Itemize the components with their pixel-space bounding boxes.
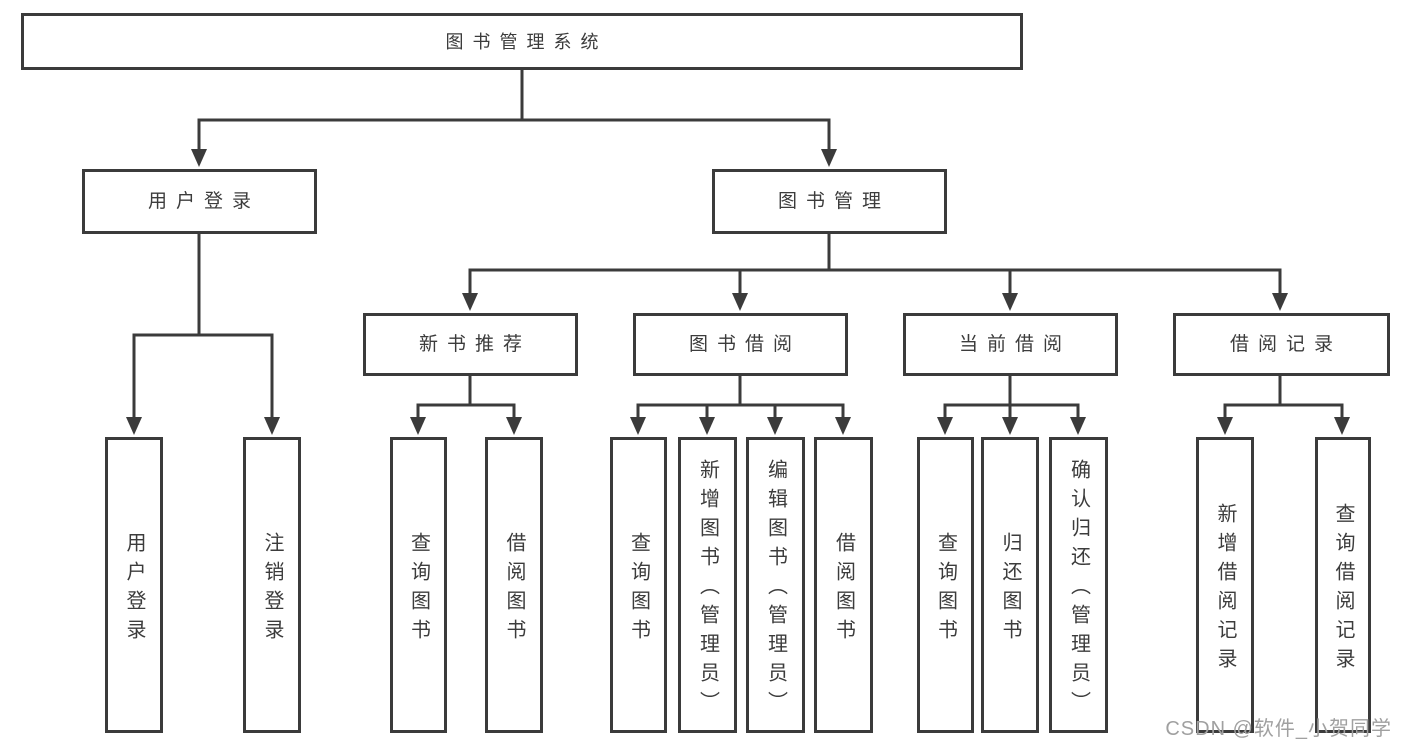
- leaf-user-login: 用户登录: [105, 437, 163, 733]
- arrow-leaf-bor-add: [699, 417, 715, 435]
- leaf-borrow-borrow-book-label: 借阅图书: [832, 531, 855, 648]
- node-book-management: 图书管理: [712, 169, 947, 234]
- watermark-text: CSDN @软件_小贺同学: [1165, 718, 1392, 740]
- leaf-borrow-query-book: 查询图书: [610, 437, 667, 733]
- arrow-leaf-bor-edit: [767, 417, 783, 435]
- node-current-borrow-label: 当前借阅: [958, 334, 1071, 355]
- arrow-leaf-rec-borrow: [506, 417, 522, 435]
- node-book-borrow: 图书借阅: [633, 313, 848, 376]
- leaf-record-query-label: 查询借阅记录: [1332, 502, 1354, 677]
- leaf-recommend-borrow-book: 借阅图书: [485, 437, 543, 733]
- leaf-borrow-borrow-book: 借阅图书: [814, 437, 873, 733]
- node-user-login: 用户登录: [82, 169, 317, 234]
- node-root-label: 图书管理系统: [445, 31, 608, 52]
- node-book-management-label: 图书管理: [777, 191, 890, 212]
- leaf-record-query: 查询借阅记录: [1315, 437, 1371, 733]
- arrow-leaf-bor-query: [630, 417, 646, 435]
- connector-level2-branch: [197, 118, 831, 151]
- leaf-borrow-edit-book: 编辑图书（管理员）: [746, 437, 805, 733]
- node-borrow-record: 借阅记录: [1173, 313, 1390, 376]
- leaf-borrow-add-book-label: 新增图书（管理员）: [696, 459, 719, 720]
- node-current-borrow: 当前借阅: [903, 313, 1118, 376]
- node-root: 图书管理系统: [21, 13, 1023, 70]
- leaf-current-query-book-label: 查询图书: [934, 531, 957, 648]
- leaf-recommend-query-book-label: 查询图书: [407, 531, 430, 648]
- arrow-leaf-logout: [264, 417, 280, 435]
- connector-recommend-branch: [416, 403, 516, 419]
- leaf-logout: 注销登录: [243, 437, 301, 733]
- arrow-bookmgmt: [821, 149, 837, 167]
- arrow-leaf-cur-query: [937, 417, 953, 435]
- node-borrow-record-label: 借阅记录: [1229, 334, 1342, 355]
- arrow-leaf-rec-query2: [1334, 417, 1350, 435]
- arrow-leaf-cur-confirm: [1070, 417, 1086, 435]
- leaf-current-query-book: 查询图书: [917, 437, 974, 733]
- arrow-leaf-rec-add: [1217, 417, 1233, 435]
- leaf-current-confirm-return: 确认归还（管理员）: [1049, 437, 1108, 733]
- arrow-borrow: [732, 293, 748, 311]
- leaf-current-confirm-return-label: 确认归还（管理员）: [1067, 459, 1090, 720]
- arrow-leaf-login: [126, 417, 142, 435]
- leaf-logout-label: 注销登录: [261, 531, 283, 648]
- leaf-borrow-edit-book-label: 编辑图书（管理员）: [764, 459, 787, 720]
- arrow-userlogin: [191, 149, 207, 167]
- node-new-book-recommend-label: 新书推荐: [418, 334, 531, 355]
- leaf-borrow-query-book-label: 查询图书: [627, 531, 650, 648]
- connector-borrow-branch: [636, 403, 845, 419]
- arrow-record: [1272, 293, 1288, 311]
- connector-level3-branch: [468, 268, 1282, 295]
- arrow-leaf-bor-borrow: [835, 417, 851, 435]
- arrow-leaf-cur-return: [1002, 417, 1018, 435]
- connector-current-branch: [943, 403, 1080, 419]
- arrow-recommend: [462, 293, 478, 311]
- leaf-recommend-query-book: 查询图书: [390, 437, 447, 733]
- connector-record-branch: [1223, 403, 1344, 419]
- leaf-recommend-borrow-book-label: 借阅图书: [503, 531, 525, 648]
- leaf-user-login-label: 用户登录: [123, 531, 145, 648]
- node-user-login-label: 用户登录: [147, 191, 260, 212]
- node-book-borrow-label: 图书借阅: [688, 334, 801, 355]
- leaf-current-return-book-label: 归还图书: [999, 531, 1021, 648]
- leaf-record-add: 新增借阅记录: [1196, 437, 1254, 733]
- connector-userlogin-branch: [132, 333, 274, 419]
- leaf-current-return-book: 归还图书: [981, 437, 1039, 733]
- leaf-record-add-label: 新增借阅记录: [1214, 502, 1236, 677]
- node-new-book-recommend: 新书推荐: [363, 313, 578, 376]
- leaf-borrow-add-book: 新增图书（管理员）: [678, 437, 737, 733]
- arrow-leaf-rec-query: [410, 417, 426, 435]
- arrow-current: [1002, 293, 1018, 311]
